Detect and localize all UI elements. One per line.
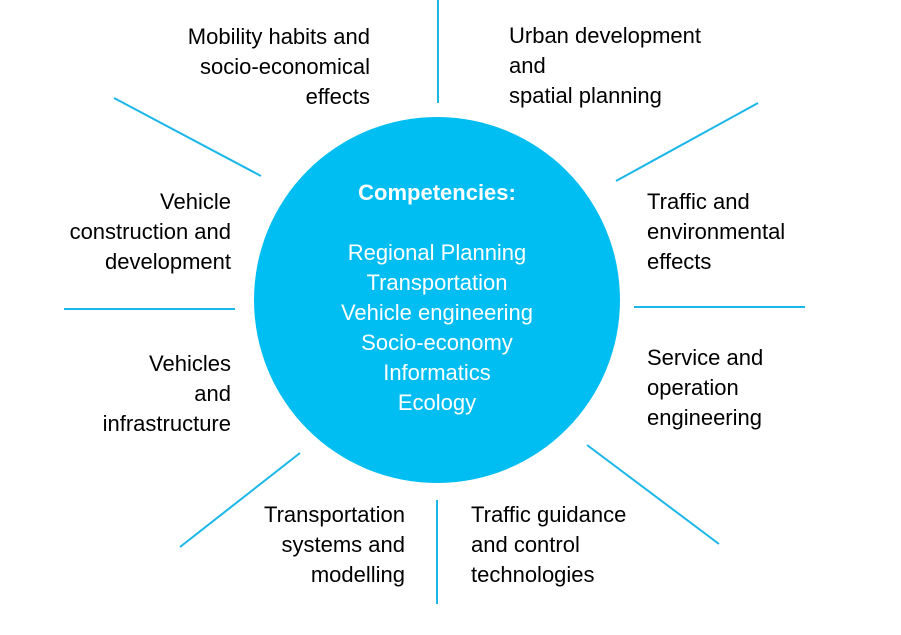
spoke-bottom-right [586, 444, 720, 545]
sector-line: modelling [310, 562, 405, 587]
sector-line: construction and [69, 219, 231, 244]
sector-line: systems and [281, 532, 406, 557]
sector-traffic-environmental: Traffic and environmental effects [647, 187, 847, 277]
sector-line: Traffic and [647, 189, 750, 214]
sector-line: and [509, 53, 546, 78]
competency-item: Transportation [366, 270, 508, 295]
sector-line: Vehicle [160, 189, 231, 214]
sector-line: and [194, 381, 231, 406]
sector-line: Transportation [263, 502, 405, 527]
sector-line: infrastructure [102, 411, 231, 436]
competency-item: Socio-economy [361, 330, 513, 355]
sector-line: environmental [647, 219, 786, 244]
sector-line: spatial planning [509, 83, 662, 108]
sector-line: operation [647, 375, 739, 400]
competencies-list: Competencies: Regional Planning Transpor… [287, 178, 587, 418]
sector-line: Mobility habits and [187, 24, 370, 49]
sector-traffic-guidance: Traffic guidance and control technologie… [471, 500, 671, 590]
spoke-top-left [113, 97, 262, 177]
sector-line: Urban development [509, 23, 702, 48]
sector-line: Service and [647, 345, 764, 370]
competency-item: Informatics [383, 360, 491, 385]
sector-line: engineering [647, 405, 762, 430]
sector-vehicles-infrastructure: Vehicles and infrastructure [40, 349, 231, 439]
competency-item: Ecology [397, 390, 477, 415]
sector-vehicle-construction: Vehicle construction and development [30, 187, 231, 277]
spoke-top-right [615, 102, 759, 182]
sector-line: Vehicles [149, 351, 231, 376]
sector-line: effects [647, 249, 712, 274]
sector-mobility-habits: Mobility habits and socio-economical eff… [140, 22, 370, 112]
competency-item: Regional Planning [347, 240, 527, 265]
competency-item: Vehicle engineering [340, 300, 534, 325]
sector-service-operation: Service and operation engineering [647, 343, 847, 433]
competencies-hub [254, 117, 620, 483]
sector-transportation-systems: Transportation systems and modelling [200, 500, 405, 590]
competencies-title: Competencies: [358, 180, 516, 205]
sector-line: development [105, 249, 231, 274]
sector-line: Traffic guidance [471, 502, 627, 527]
sector-line: effects [305, 84, 370, 109]
spoke-bottom-left [179, 452, 301, 548]
sector-line: technologies [471, 562, 595, 587]
sector-line: socio-economical [200, 54, 370, 79]
sector-line: and control [471, 532, 580, 557]
sector-urban-development: Urban development and spatial planning [509, 21, 749, 111]
